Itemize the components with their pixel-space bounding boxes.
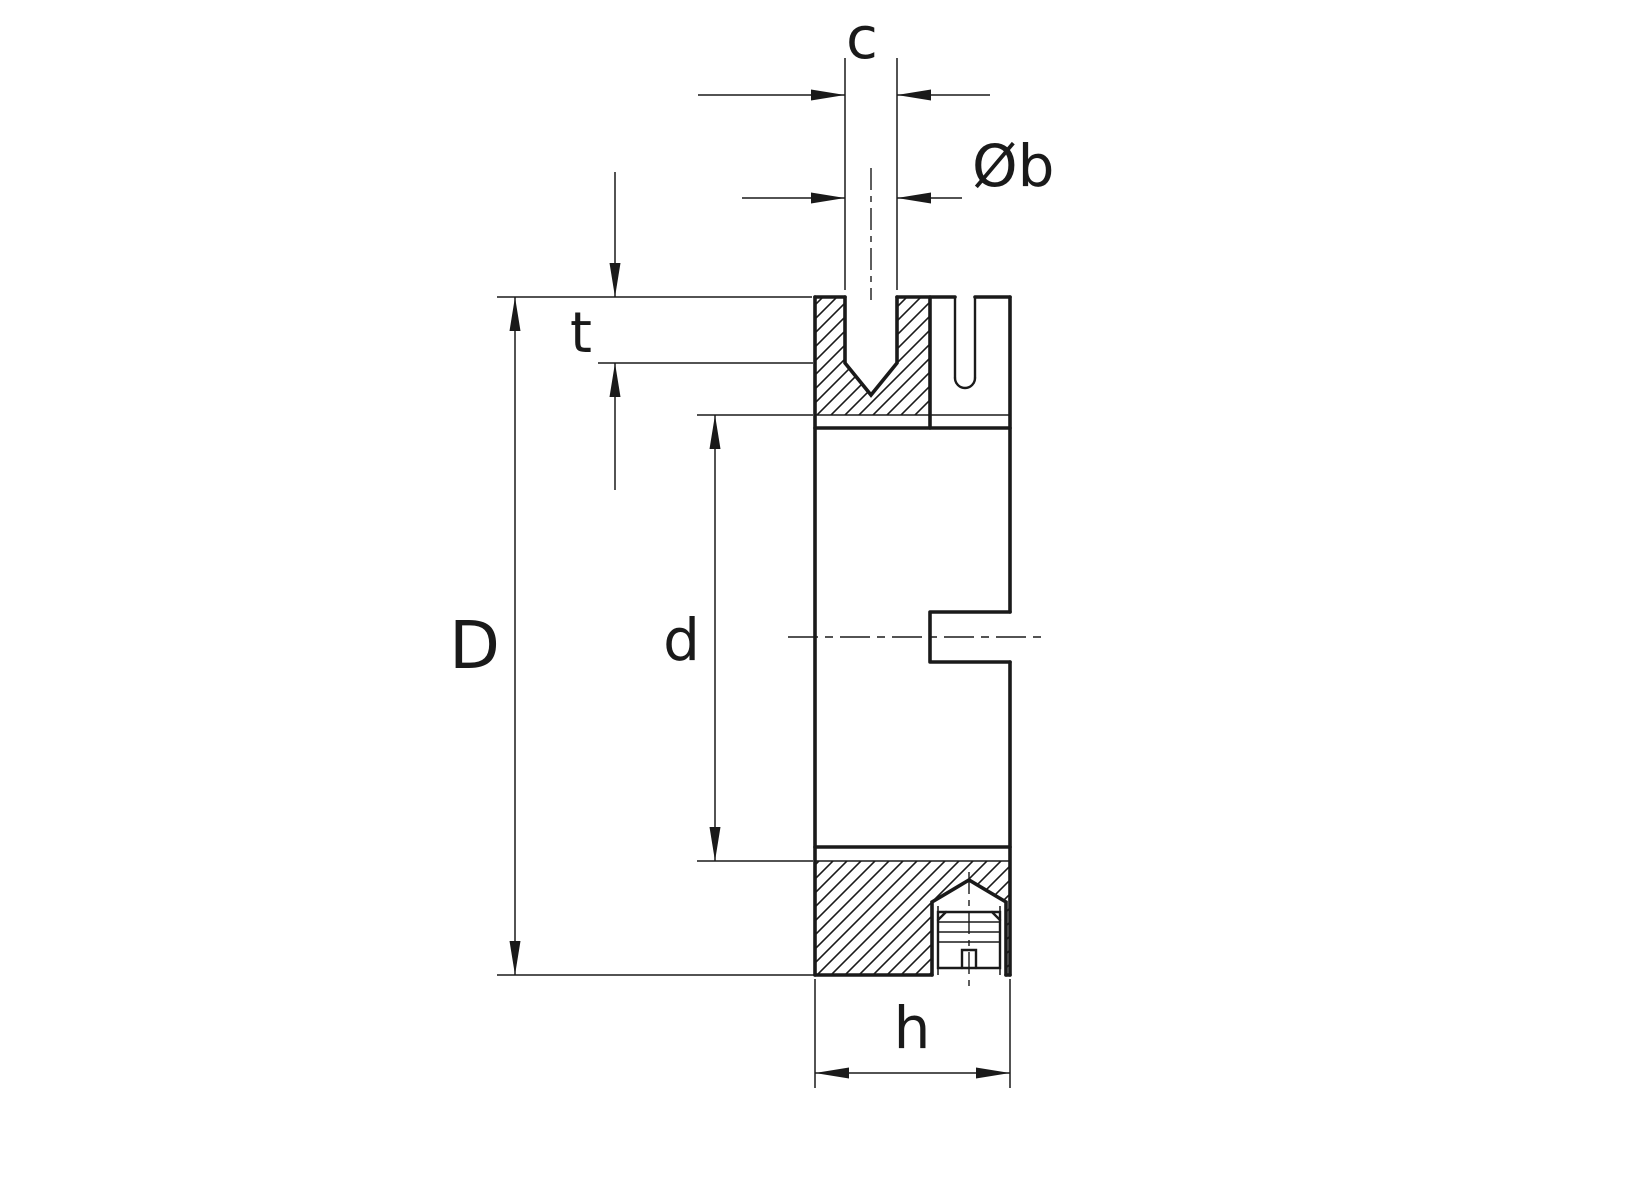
part-outline [813,295,1012,977]
set-screw [936,872,1002,990]
dimension-label-b: Øb [972,132,1054,200]
dimension-b: Øb [742,132,1054,204]
top-slot-and-drill-hole [843,295,899,398]
far-side-slot [953,295,977,390]
dimension-label-c: c [846,4,878,72]
top-bore-and-thread [813,414,1012,430]
bottom-section-hatch [815,861,1010,975]
dimension-t: t [570,172,813,490]
extension-lines-c-b [844,58,898,290]
dimension-D: D [449,296,815,976]
dimension-label-t: t [570,301,592,366]
dimension-c: c [698,4,990,101]
dimension-h: h [814,979,1011,1088]
dimension-label-d: d [663,606,700,674]
dimension-label-h: h [894,994,931,1062]
dimension-label-D: D [449,607,500,684]
top-section-hatch [815,297,930,415]
screw-driver-slot [960,948,978,970]
bottom-bore-and-thread [813,845,1012,862]
dimension-d: d [663,414,813,862]
